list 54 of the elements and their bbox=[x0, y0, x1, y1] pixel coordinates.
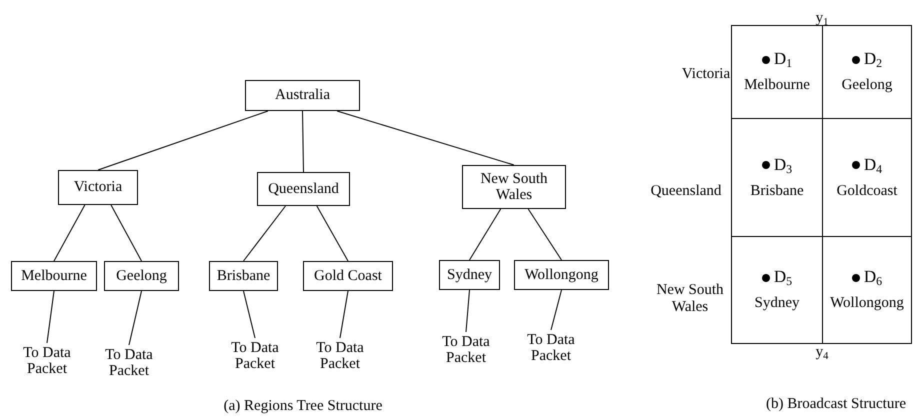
region-box: Wollongong bbox=[514, 260, 609, 290]
connector-line bbox=[98, 110, 268, 170]
grid-cell bbox=[822, 236, 912, 344]
city-label: Geelong bbox=[842, 77, 892, 94]
city-label: Goldcoast bbox=[836, 182, 898, 200]
device-label: D$_{5}$ bbox=[774, 268, 792, 288]
row-label: New South Wales bbox=[655, 282, 725, 315]
region-box: Geelong bbox=[104, 261, 179, 291]
device-label: D$_{4}$ bbox=[864, 156, 882, 175]
device-label: D$_{1}$ bbox=[774, 50, 792, 70]
city-label: Melbourne bbox=[744, 77, 810, 94]
node-label: To Data Packet bbox=[7, 343, 87, 379]
node-label: To Data Packet bbox=[89, 345, 169, 381]
region-box: Gold Coast bbox=[303, 261, 393, 291]
figure-caption: (b) Broadcast Structure bbox=[766, 396, 906, 412]
axis-label: y$_{1}$ bbox=[816, 10, 828, 26]
axis-label: y$_{4}$ bbox=[816, 344, 828, 360]
node-label: To Data Packet bbox=[426, 332, 506, 368]
connector-line bbox=[243, 206, 286, 262]
row-label: Victoria bbox=[682, 66, 730, 82]
figure-caption: (a) Regions Tree Structure bbox=[224, 398, 382, 414]
region-box: New South Wales bbox=[462, 165, 566, 209]
connector-line bbox=[528, 208, 562, 260]
connector-line bbox=[54, 204, 86, 262]
connector-line bbox=[550, 290, 562, 330]
city-label: Brisbane bbox=[750, 182, 804, 200]
grid-cell bbox=[822, 25, 912, 119]
region-box: Australia bbox=[245, 80, 360, 111]
region-box: Queensland bbox=[257, 172, 350, 206]
connector-line bbox=[128, 290, 142, 346]
connector-line bbox=[469, 208, 502, 260]
connector-line bbox=[302, 110, 304, 172]
connector-line bbox=[243, 290, 256, 338]
node-label: To Data Packet bbox=[300, 338, 380, 374]
row-label: Queensland bbox=[650, 183, 722, 200]
node-label: To Data Packet bbox=[215, 338, 295, 374]
region-box: Victoria bbox=[58, 170, 138, 205]
grid-cell bbox=[731, 25, 823, 119]
city-label: Wollongong bbox=[830, 295, 904, 312]
device-label: D$_{6}$ bbox=[864, 268, 882, 288]
connector-line bbox=[110, 204, 142, 262]
connector-line bbox=[466, 290, 470, 332]
node-label: To Data Packet bbox=[511, 330, 591, 366]
device-label: D$_{2}$ bbox=[864, 50, 882, 70]
connector-line bbox=[340, 290, 348, 338]
region-box: Sydney bbox=[439, 260, 500, 290]
device-label: D$_{3}$ bbox=[774, 156, 792, 175]
region-box: Brisbane bbox=[209, 261, 278, 291]
connector-line bbox=[336, 110, 514, 166]
connector-line bbox=[316, 206, 348, 262]
grid-cell bbox=[731, 236, 823, 344]
city-label: Sydney bbox=[754, 295, 800, 312]
connector-line bbox=[46, 290, 54, 344]
region-box: Melbourne bbox=[11, 261, 97, 291]
